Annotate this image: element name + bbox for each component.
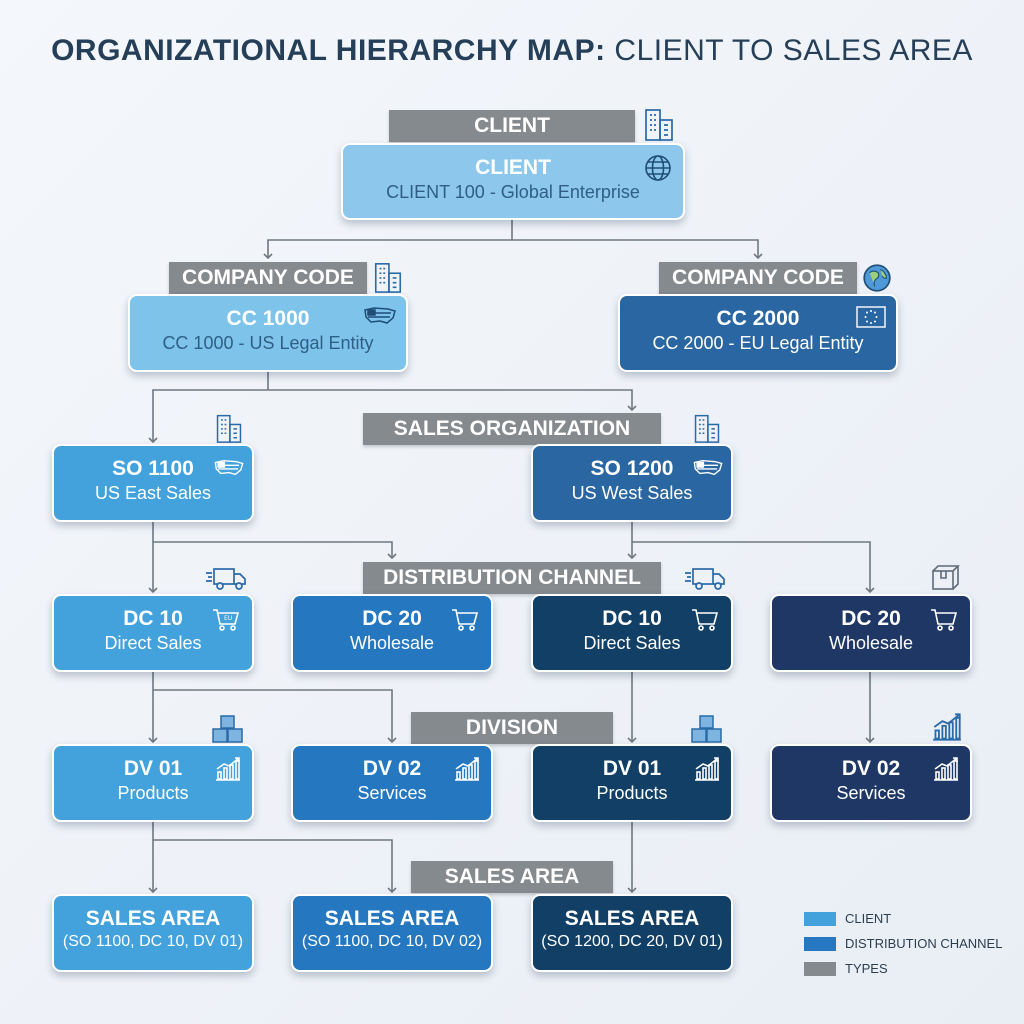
node-title: DC 10	[123, 607, 183, 630]
boxes-icon	[212, 715, 243, 743]
package-icon	[932, 565, 960, 590]
building-icon	[694, 414, 720, 443]
legend-label: DISTRIBUTION CHANNEL	[845, 936, 1003, 951]
eu-flag-icon	[856, 306, 886, 328]
node-dc20-west[interactable]: DC 20 Wholesale	[770, 594, 972, 672]
node-title: CC 1000	[226, 307, 310, 330]
shopping-cart-icon: EU	[213, 609, 240, 631]
node-title: DV 01	[123, 757, 183, 780]
growth-chart-icon	[455, 757, 479, 781]
node-title: DV 02	[841, 757, 901, 780]
node-title: DV 01	[602, 757, 662, 780]
node-title: SO 1200	[590, 457, 674, 480]
node-subtitle: Direct Sales	[583, 633, 681, 653]
growth-chart-icon	[216, 757, 240, 781]
page-title: ORGANIZATIONAL HIERARCHY MAP: CLIENT TO …	[0, 34, 1024, 68]
tag-company-code-right: COMPANY CODE	[659, 262, 857, 294]
building-icon	[216, 414, 242, 443]
node-dc20-east[interactable]: DC 20 Wholesale	[291, 594, 493, 672]
node-title: DC 10	[602, 607, 662, 630]
node-dc10-east[interactable]: DC 10 Direct Sales EU	[52, 594, 254, 672]
svg-text:EU: EU	[224, 615, 232, 622]
title-bold: ORGANIZATIONAL HIERARCHY MAP:	[51, 34, 606, 67]
globe-icon	[863, 264, 891, 292]
node-subtitle: US West Sales	[571, 483, 693, 503]
node-sales-area-3[interactable]: SALES AREA (SO 1200, DC 20, DV 01)	[531, 894, 733, 972]
node-subtitle: Direct Sales	[104, 633, 202, 653]
node-subtitle: Wholesale	[828, 633, 914, 653]
us-flag-icon	[693, 460, 723, 476]
tag-sales-organization: SALES ORGANIZATION	[363, 413, 661, 445]
node-dv01-east[interactable]: DV 01 Products	[52, 744, 254, 822]
legend-swatch	[804, 911, 836, 926]
growth-chart-icon	[695, 757, 719, 781]
node-subtitle: (SO 1100, DC 10, DV 01)	[62, 933, 244, 950]
node-title: SO 1100	[112, 457, 194, 480]
node-subtitle: Products	[117, 783, 189, 803]
node-subtitle: Services	[836, 783, 906, 803]
delivery-truck-icon	[206, 568, 246, 590]
tag-sales-area: SALES AREA	[411, 861, 613, 893]
node-cc2000[interactable]: CC 2000 CC 2000 - EU Legal Entity	[618, 294, 898, 372]
node-subtitle: Wholesale	[349, 633, 435, 653]
node-dc10-west[interactable]: DC 10 Direct Sales	[531, 594, 733, 672]
node-sales-area-1[interactable]: SALES AREA (SO 1100, DC 10, DV 01)	[52, 894, 254, 972]
node-subtitle: CLIENT 100 - Global Enterprise	[386, 182, 640, 202]
node-title: CC 2000	[716, 307, 800, 330]
globe-icon	[645, 155, 671, 181]
tag-distribution-channel: DISTRIBUTION CHANNEL	[363, 562, 661, 594]
node-title: DV 02	[362, 757, 422, 780]
node-subtitle: Services	[357, 783, 427, 803]
node-title: SALES AREA	[324, 907, 460, 930]
node-title: SALES AREA	[85, 907, 221, 930]
legend-item: CLIENT	[804, 906, 1002, 931]
node-subtitle: (SO 1200, DC 20, DV 01)	[541, 933, 723, 950]
delivery-truck-icon	[685, 568, 725, 590]
node-subtitle: Products	[596, 783, 668, 803]
tag-company-code-left: COMPANY CODE	[169, 262, 367, 294]
title-rest: CLIENT TO SALES AREA	[605, 34, 973, 67]
building-icon	[374, 263, 402, 293]
boxes-icon	[691, 715, 722, 743]
shopping-cart-icon	[452, 609, 479, 631]
legend-item: DISTRIBUTION CHANNEL	[804, 931, 1002, 956]
node-so1100[interactable]: SO 1100 US East Sales	[52, 444, 254, 522]
building-icon	[645, 109, 673, 141]
node-subtitle: (SO 1100, DC 10, DV 02)	[301, 933, 483, 950]
node-subtitle: US East Sales	[94, 483, 212, 503]
growth-chart-icon	[934, 757, 958, 781]
legend-swatch	[804, 936, 836, 951]
tag-client: CLIENT	[389, 110, 635, 142]
node-client[interactable]: CLIENT CLIENT 100 - Global Enterprise	[341, 143, 685, 220]
shopping-cart-icon	[931, 609, 958, 631]
legend-label: CLIENT	[845, 911, 892, 926]
node-sales-area-2[interactable]: SALES AREA (SO 1100, DC 10, DV 02)	[291, 894, 493, 972]
node-subtitle: CC 2000 - EU Legal Entity	[652, 333, 864, 353]
shopping-cart-icon	[692, 609, 719, 631]
legend-label: TYPES	[845, 961, 888, 976]
node-so1200[interactable]: SO 1200 US West Sales	[531, 444, 733, 522]
legend-item: TYPES	[804, 956, 1002, 981]
node-cc1000[interactable]: CC 1000 CC 1000 - US Legal Entity	[128, 294, 408, 372]
growth-chart-icon	[933, 713, 961, 741]
us-flag-icon	[364, 307, 396, 324]
node-title: DC 20	[362, 607, 422, 630]
legend-swatch	[804, 961, 836, 976]
tag-division: DIVISION	[411, 712, 613, 744]
node-title: CLIENT	[475, 156, 551, 179]
node-title: SALES AREA	[564, 907, 700, 930]
node-subtitle: CC 1000 - US Legal Entity	[162, 333, 374, 353]
node-dv02-east[interactable]: DV 02 Services	[291, 744, 493, 822]
node-dv01-west[interactable]: DV 01 Products	[531, 744, 733, 822]
node-title: DC 20	[841, 607, 901, 630]
node-dv02-west[interactable]: DV 02 Services	[770, 744, 972, 822]
legend: CLIENT DISTRIBUTION CHANNEL TYPES	[804, 906, 1002, 981]
us-flag-icon	[214, 460, 244, 476]
